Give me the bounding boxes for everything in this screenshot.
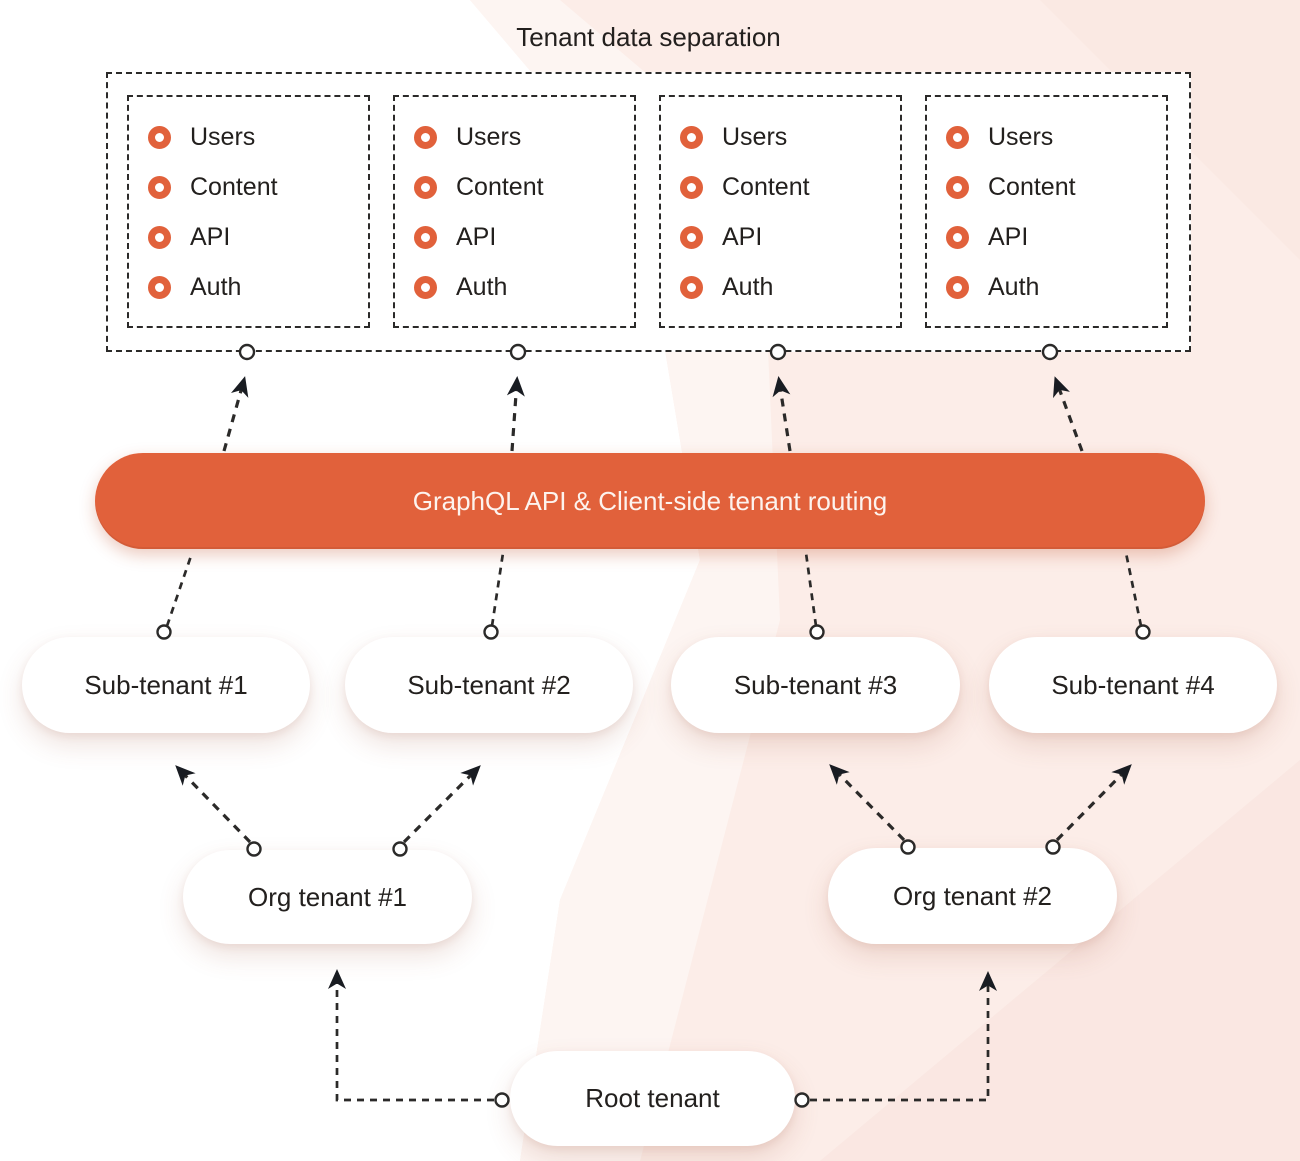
item-label: Users [988, 122, 1054, 151]
tenant-data-item: API [946, 212, 1158, 262]
tenant-data-item: Users [680, 112, 892, 162]
item-label: Content [988, 172, 1076, 201]
tenant-data-box-4: Users Content API Auth [925, 95, 1168, 328]
bullet-ring-icon [680, 275, 703, 299]
item-label: Users [190, 122, 256, 151]
tenant-data-item: Users [946, 112, 1158, 162]
tenant-data-item: Auth [680, 262, 892, 312]
node-label: Sub-tenant #4 [1051, 669, 1215, 700]
node-sub-tenant-1: Sub-tenant #1 [22, 637, 310, 733]
tenant-data-item: API [680, 212, 892, 262]
bullet-ring-icon [680, 125, 703, 149]
item-label: API [456, 222, 497, 251]
tenant-data-item: Content [680, 162, 892, 212]
item-label: Users [456, 122, 522, 151]
tenant-data-item: Users [414, 112, 626, 162]
bullet-ring-icon [946, 175, 969, 199]
node-label: Sub-tenant #3 [733, 669, 898, 700]
tenant-data-item: Auth [414, 262, 626, 312]
bullet-ring-icon [680, 225, 703, 249]
item-label: Auth [722, 272, 774, 301]
bullet-ring-icon [946, 125, 969, 149]
node-sub-tenant-4: Sub-tenant #4 [989, 637, 1277, 733]
tenant-data-separation-box: Users Content API Auth Users Content API… [106, 72, 1191, 352]
tenant-data-item: Auth [148, 262, 360, 312]
item-label: Users [722, 122, 788, 151]
bullet-ring-icon [946, 275, 969, 299]
node-sub-tenant-3: Sub-tenant #3 [671, 637, 960, 733]
bullet-ring-icon [414, 175, 437, 199]
bullet-ring-icon [148, 125, 171, 149]
bullet-ring-icon [946, 225, 969, 249]
tenant-data-box-3: Users Content API Auth [659, 95, 902, 328]
bullet-ring-icon [148, 225, 171, 249]
item-label: Auth [456, 272, 508, 301]
tenant-data-item: Users [148, 112, 360, 162]
node-label: Root tenant [585, 1083, 720, 1113]
item-label: API [190, 222, 231, 251]
item-label: Content [722, 172, 810, 201]
tenant-data-item: Content [414, 162, 626, 212]
api-pill-label: GraphQL API & Client-side tenant routing [412, 485, 888, 516]
bullet-ring-icon [414, 275, 437, 299]
graphql-api-routing-pill: GraphQL API & Client-side tenant routing [95, 453, 1205, 549]
node-org-tenant-2: Org tenant #2 [828, 848, 1117, 944]
tenant-data-item: API [148, 212, 360, 262]
bullet-ring-icon [414, 125, 437, 149]
tenant-data-box-1: Users Content API Auth [127, 95, 370, 328]
node-root-tenant: Root tenant [510, 1051, 795, 1146]
item-label: Content [456, 172, 544, 201]
bullet-ring-icon [148, 275, 171, 299]
node-label: Sub-tenant #2 [407, 669, 571, 700]
node-label: Org tenant #1 [248, 881, 407, 912]
node-org-tenant-1: Org tenant #1 [183, 850, 472, 944]
tenant-data-item: Auth [946, 262, 1158, 312]
tenant-data-item: Content [148, 162, 360, 212]
node-label: Org tenant #2 [893, 880, 1052, 911]
tenant-data-item: Content [946, 162, 1158, 212]
item-label: Content [190, 172, 278, 201]
node-sub-tenant-2: Sub-tenant #2 [345, 637, 633, 733]
item-label: API [988, 222, 1029, 251]
tenant-data-box-2: Users Content API Auth [393, 95, 636, 328]
item-label: Auth [190, 272, 242, 301]
bullet-ring-icon [680, 175, 703, 199]
diagram-title: Tenant data separation [516, 22, 781, 52]
tenant-data-item: API [414, 212, 626, 262]
bullet-ring-icon [414, 225, 437, 249]
item-label: API [722, 222, 763, 251]
bullet-ring-icon [148, 175, 171, 199]
item-label: Auth [988, 272, 1040, 301]
node-label: Sub-tenant #1 [84, 669, 248, 700]
